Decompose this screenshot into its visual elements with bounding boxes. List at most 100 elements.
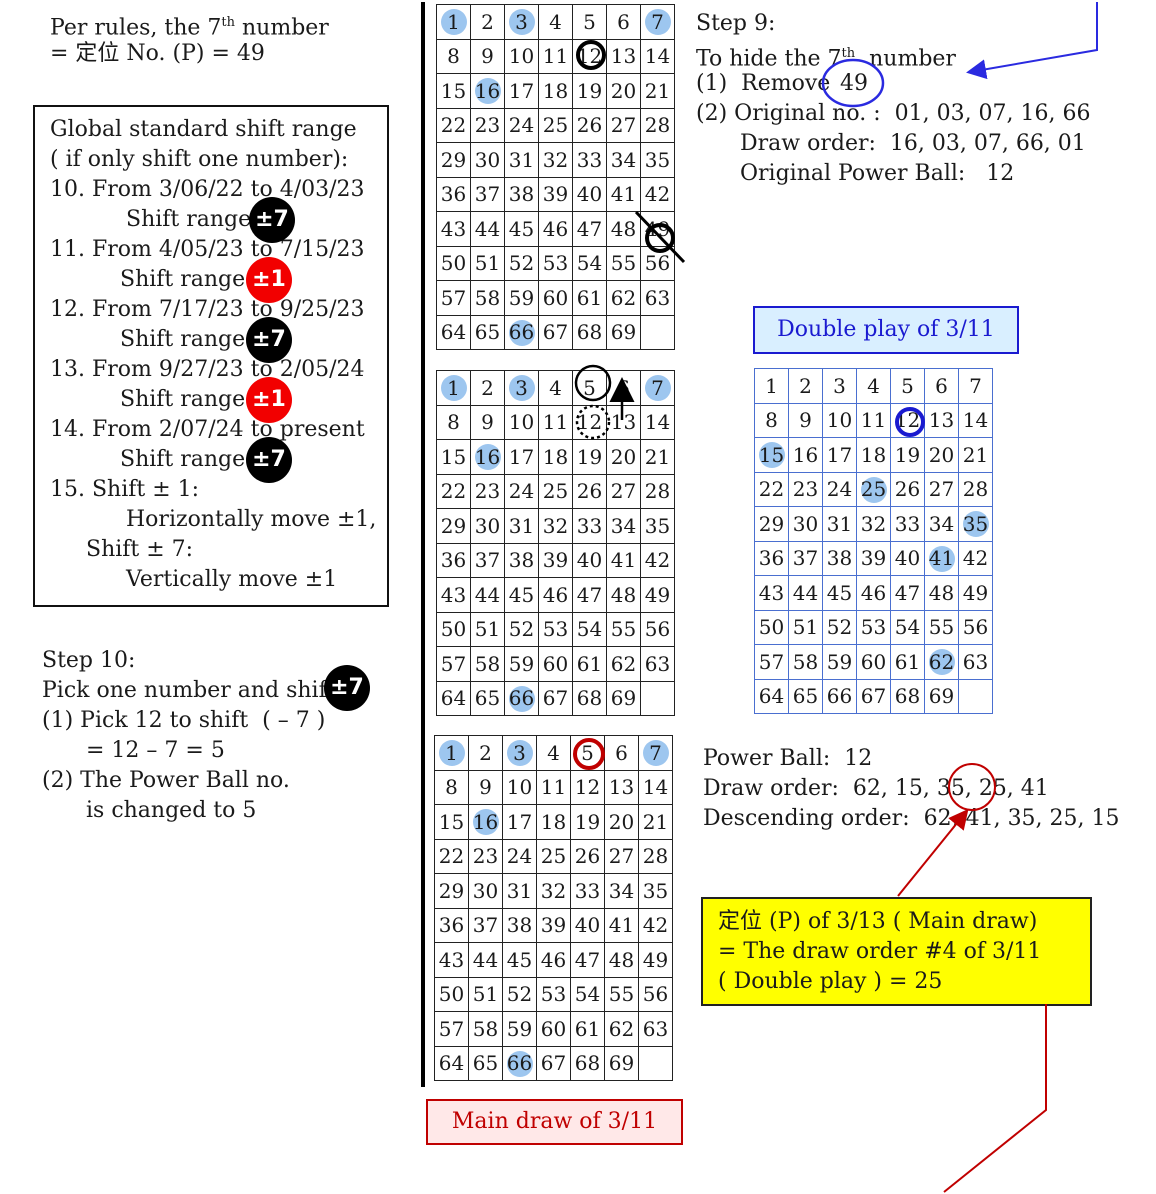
grid-number: 46 (860, 580, 887, 605)
grid-number: 15 (438, 809, 465, 834)
grid-cell: 32 (538, 508, 573, 544)
grid-number: 22 (758, 477, 785, 502)
grid-number: 13 (610, 410, 637, 435)
grid-number: 15 (440, 78, 467, 103)
grid-cell: 44 (470, 211, 505, 247)
grid-number: 65 (792, 684, 819, 709)
grid-number: 69 (928, 684, 955, 709)
grid-cell: 40 (570, 907, 605, 943)
step9-title: Step 9: (696, 11, 776, 36)
grid-number: 48 (610, 216, 637, 241)
grid-number: 38 (826, 546, 853, 571)
grid-cell: 69 (606, 680, 641, 716)
grid-cell: 44 (468, 942, 503, 978)
rules-line-2: = 定位 No. (P) = 49 (50, 41, 265, 66)
step9-line: Draw order: 16, 03, 07, 66, 01 (740, 131, 1086, 156)
grid-number: 56 (642, 982, 669, 1007)
grid-cell: 67 (538, 314, 573, 350)
grid-cell: 18 (536, 804, 571, 840)
grid-cell: 24 (502, 838, 537, 874)
shift-box-line: Shift range: (120, 447, 253, 472)
grid-number: 52 (508, 617, 535, 642)
grid-cell: 33 (572, 142, 607, 178)
grid-cell: 37 (470, 542, 505, 578)
grid-number: 68 (894, 684, 921, 709)
grid-number: 43 (438, 947, 465, 972)
shift-box-line: Shift ± 7: (86, 537, 194, 562)
grid-cell: 49 (958, 575, 993, 611)
grid-number: 58 (474, 285, 501, 310)
grid-number: 34 (610, 147, 637, 172)
grid-cell: 25 (856, 471, 891, 507)
grid-number: 67 (542, 686, 569, 711)
grid-cell: 12 (572, 404, 607, 440)
grid-number: 36 (440, 182, 467, 207)
grid-number: 63 (962, 649, 989, 674)
grid-number: 40 (576, 548, 603, 573)
grid-number: 68 (574, 1051, 601, 1076)
step9-line: (2) Original no. : 01, 03, 07, 16, 66 (696, 101, 1091, 126)
grid-cell: 28 (640, 107, 675, 143)
grid-cell: 10 (504, 38, 539, 74)
grid-cell: 4 (538, 4, 573, 40)
grid-cell: 4 (536, 735, 571, 771)
grid-cell: 46 (538, 577, 573, 613)
grid-cell: 13 (924, 402, 959, 438)
grid-cell: 21 (640, 73, 675, 109)
grid-cell: 67 (536, 1045, 571, 1081)
grid-cell: 52 (504, 245, 539, 281)
grid-number: 8 (445, 775, 458, 800)
grid-number: 58 (474, 651, 501, 676)
grid-cell: 42 (958, 540, 993, 576)
ball-highlight (929, 649, 955, 675)
shift-box-line: Global standard shift range (50, 117, 357, 142)
grid-number: 33 (576, 513, 603, 538)
grid-number: 3 (833, 373, 846, 398)
grid-cell: 5 (572, 370, 607, 406)
grid-cell: 59 (502, 1011, 537, 1047)
grid-cell: 56 (640, 611, 675, 647)
grid-number: 31 (506, 878, 533, 903)
grid-number: 37 (472, 913, 499, 938)
grid-number: 62 (610, 285, 637, 310)
grid-number: 39 (540, 913, 567, 938)
shift-badge: ±7 (246, 317, 292, 363)
grid-number: 6 (615, 740, 628, 765)
grid-number: 45 (508, 216, 535, 241)
grid-cell: 52 (502, 976, 537, 1012)
grid-cell: 8 (436, 404, 471, 440)
grid-cell: 5 (890, 368, 925, 404)
grid-cell: 31 (822, 506, 857, 542)
grid-cell: 39 (536, 907, 571, 943)
grid-cell: 47 (572, 577, 607, 613)
double-play-label: Double play of 3/11 (753, 306, 1019, 354)
grid-number: 29 (440, 513, 467, 538)
grid-cell: 52 (822, 609, 857, 645)
shift-box-line: ( if only shift one number): (50, 147, 349, 172)
grid-number: 26 (576, 113, 603, 138)
grid-cell: 38 (504, 542, 539, 578)
grid-number: 23 (792, 477, 819, 502)
grid-number: 39 (860, 546, 887, 571)
grid-cell: 26 (890, 471, 925, 507)
grid-cell: 63 (640, 646, 675, 682)
grid-cell: 12 (890, 402, 925, 438)
grid-number: 13 (610, 44, 637, 69)
grid-number: 38 (506, 913, 533, 938)
grid-cell: 43 (754, 575, 789, 611)
grid-number: 35 (644, 513, 671, 538)
grid-number: 64 (758, 684, 785, 709)
ball-highlight (441, 375, 467, 401)
grid-cell: 28 (640, 473, 675, 509)
grid-cell: 68 (570, 1045, 605, 1081)
grid-cell: 45 (504, 211, 539, 247)
